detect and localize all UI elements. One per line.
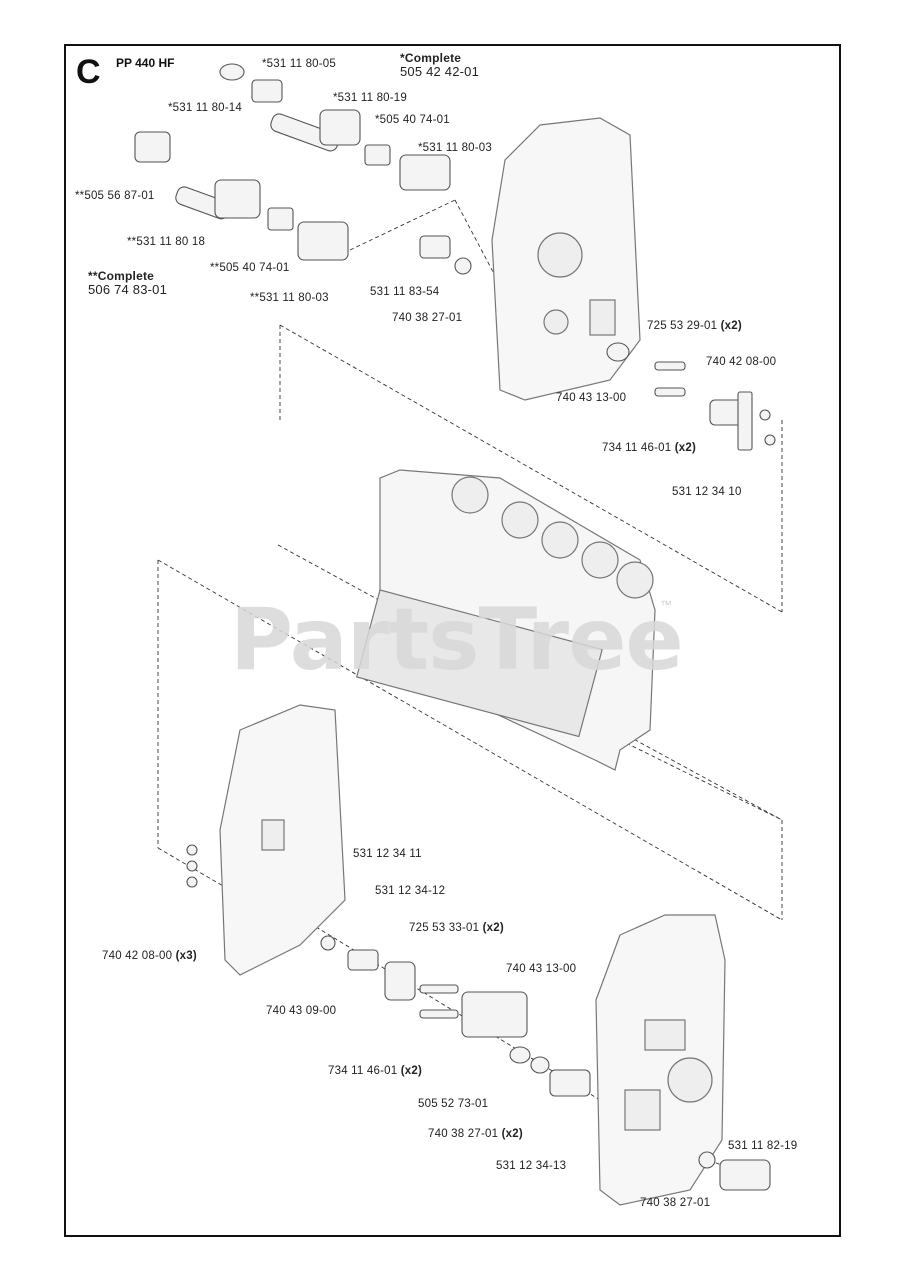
guide-line <box>454 199 501 286</box>
part-label: 531 12 34-12 <box>375 885 446 897</box>
side-plate-left <box>219 704 346 976</box>
fittings-lower <box>186 844 771 1191</box>
guide-line <box>279 324 783 613</box>
part-label: 531 12 34 10 <box>672 486 742 498</box>
quantity: (x2) <box>674 442 696 454</box>
complete-double-title: **Complete <box>88 269 155 283</box>
part-label-qty: 725 53 33-01 (x2) <box>409 922 504 935</box>
part-label: *531 11 80-19 <box>333 92 408 104</box>
part-number: 734 11 46-01 <box>328 1065 398 1077</box>
part-label: *531 11 80-03 <box>418 142 493 154</box>
watermark: PartsTree <box>230 590 684 690</box>
quantity: (x2) <box>400 1065 422 1077</box>
watermark-trademark: ™ <box>660 598 672 612</box>
part-label: 740 38 27-01 <box>640 1197 711 1209</box>
model-name: PP 440 HF <box>116 56 175 70</box>
part-label: 740 38 27-01 <box>392 312 463 324</box>
complete-single-title: *Complete <box>400 51 462 65</box>
part-label-qty: 734 11 46-01 (x2) <box>328 1065 422 1078</box>
part-label-qty: 740 38 27-01 (x2) <box>428 1128 523 1141</box>
complete-double-callout: **Complete 506 74 83-01 <box>88 269 168 297</box>
complete-single-callout: *Complete 505 42 42-01 <box>400 51 480 79</box>
part-label: *531 11 80-14 <box>168 102 243 114</box>
part-label: 740 42 08-00 <box>706 356 777 368</box>
fittings-right <box>606 342 776 451</box>
part-label: 531 12 34-13 <box>496 1160 567 1172</box>
part-label: **505 56 87-01 <box>75 190 155 202</box>
guide-line <box>349 199 456 251</box>
part-label: **531 11 80 18 <box>127 236 206 248</box>
part-label-qty: 740 42 08-00 (x3) <box>102 950 197 963</box>
part-number: 740 38 27-01 <box>428 1128 499 1140</box>
part-label: 740 43 13-00 <box>506 963 577 975</box>
side-plate-right <box>595 914 726 1206</box>
pump-body <box>355 469 656 771</box>
complete-single-number: 505 42 42-01 <box>400 64 480 79</box>
part-number: 725 53 33-01 <box>409 922 480 934</box>
quantity: (x2) <box>720 320 742 332</box>
part-label: 740 43 09-00 <box>266 1005 337 1017</box>
part-label: 531 11 82-19 <box>728 1140 798 1152</box>
guide-line <box>619 739 783 821</box>
back-plate-upper <box>491 117 641 401</box>
part-label: 531 12 34 11 <box>353 848 422 860</box>
part-label-qty: 734 11 46-01 (x2) <box>602 442 696 455</box>
diagram-frame <box>64 44 841 1237</box>
part-label: **531 11 80-03 <box>250 292 329 304</box>
quantity: (x2) <box>482 922 504 934</box>
part-number: 740 42 08-00 <box>102 950 173 962</box>
part-label: 740 43 13-00 <box>556 392 627 404</box>
part-label: *531 11 80-05 <box>262 58 337 70</box>
quantity: (x2) <box>501 1128 523 1140</box>
part-label: **505 40 74-01 <box>210 262 290 274</box>
fittings-upper <box>134 63 472 275</box>
part-label: 505 52 73-01 <box>418 1098 489 1110</box>
part-label: 531 11 83-54 <box>370 286 440 298</box>
part-number: 734 11 46-01 <box>602 442 672 454</box>
part-label-qty: 725 53 29-01 (x2) <box>647 320 742 333</box>
quantity: (x3) <box>175 950 197 962</box>
section-letter: C <box>76 53 101 91</box>
part-number: 725 53 29-01 <box>647 320 718 332</box>
guide-line <box>157 559 783 921</box>
part-label: *505 40 74-01 <box>375 114 450 126</box>
complete-double-number: 506 74 83-01 <box>88 282 168 297</box>
